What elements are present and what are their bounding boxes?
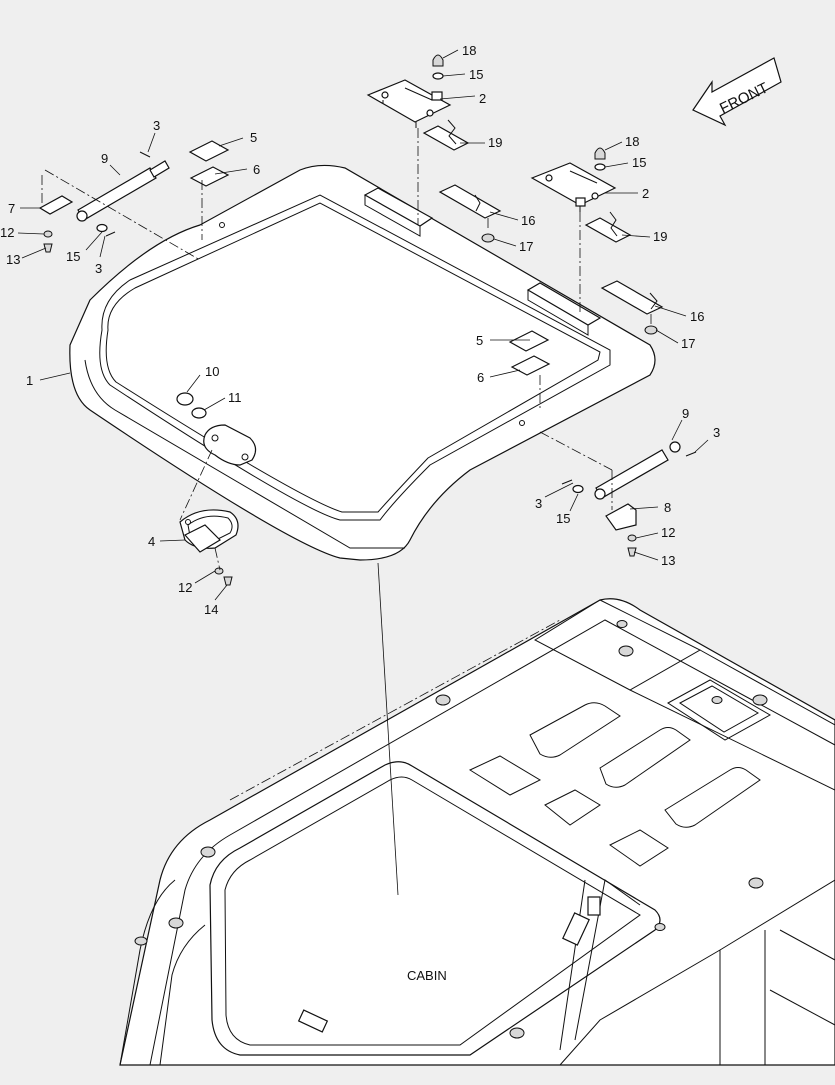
plate-right [584, 217, 632, 243]
strut-bracket-left [38, 195, 74, 215]
callout-leaders [17, 49, 709, 601]
callout-3-c: 3 [535, 496, 542, 511]
callout-18-b: 18 [625, 134, 639, 149]
pin-3-b [105, 231, 116, 237]
cabin-label: CABIN [407, 968, 447, 983]
callout-6-a: 6 [253, 162, 260, 177]
callout-6-b: 6 [477, 370, 484, 385]
gas-strut-left [76, 160, 170, 222]
fastener-group [96, 54, 658, 494]
pin-3-c [561, 479, 573, 485]
callout-1: 1 [26, 373, 33, 388]
roof-fasteners [134, 620, 768, 1039]
roof-to-cabin-line [377, 562, 399, 896]
bracket-left [189, 166, 230, 187]
callout-5-b: 5 [476, 333, 483, 348]
callout-15-a: 15 [469, 67, 483, 82]
front-arrow: FRONT [692, 57, 782, 127]
roof-panels [468, 679, 772, 867]
callout-16-b: 16 [690, 309, 704, 324]
callout-17-b: 17 [681, 336, 695, 351]
callout-12-b: 12 [661, 525, 675, 540]
callout-13-b: 13 [661, 553, 675, 568]
callout-19-a: 19 [488, 135, 502, 150]
pad-right [508, 330, 550, 352]
gas-strut-right [594, 441, 681, 500]
callout-17-a: 17 [519, 239, 533, 254]
shim-plate-right [600, 280, 664, 315]
roof-opening [209, 761, 661, 1056]
callout-19-b: 19 [653, 229, 667, 244]
pad-left [188, 140, 230, 162]
pin-3-a [139, 151, 151, 158]
callout-9-a: 9 [101, 151, 108, 166]
callout-labels: 1 2 2 3 3 3 3 4 5 5 6 6 7 8 9 9 10 11 12… [0, 43, 720, 617]
strut-bracket-right [605, 503, 637, 531]
callout-11: 11 [228, 390, 242, 405]
callout-18-a: 18 [462, 43, 476, 58]
callout-2-left: 2 [479, 91, 486, 106]
callout-12-a: 12 [0, 225, 14, 240]
callout-7: 7 [8, 201, 15, 216]
roof-hatch [69, 164, 656, 561]
shim-plate-left [438, 184, 502, 219]
callout-9-b: 9 [682, 406, 689, 421]
hinge-left [366, 79, 452, 128]
callout-3-d: 3 [713, 425, 720, 440]
callout-15-b: 15 [632, 155, 646, 170]
callout-15-d: 15 [556, 511, 570, 526]
callout-5-a: 5 [250, 130, 257, 145]
hinge-right [530, 162, 617, 212]
callout-4: 4 [148, 534, 155, 549]
callout-2-right: 2 [642, 186, 649, 201]
callout-16-a: 16 [521, 213, 535, 228]
callout-3-b: 3 [95, 261, 102, 276]
callout-13-a: 13 [6, 252, 20, 267]
assembly-lines [41, 128, 652, 571]
pin-3-d [685, 451, 697, 457]
callout-15-c: 15 [66, 249, 80, 264]
callout-8: 8 [664, 500, 671, 515]
callout-10: 10 [205, 364, 219, 379]
callout-12-c: 12 [178, 580, 192, 595]
callout-14: 14 [204, 602, 218, 617]
cabin-roof-structure: CABIN [119, 598, 835, 1066]
callout-3-a: 3 [153, 118, 160, 133]
bracket-right [510, 355, 551, 376]
plate-left [422, 125, 470, 151]
latch-handle [179, 509, 239, 553]
